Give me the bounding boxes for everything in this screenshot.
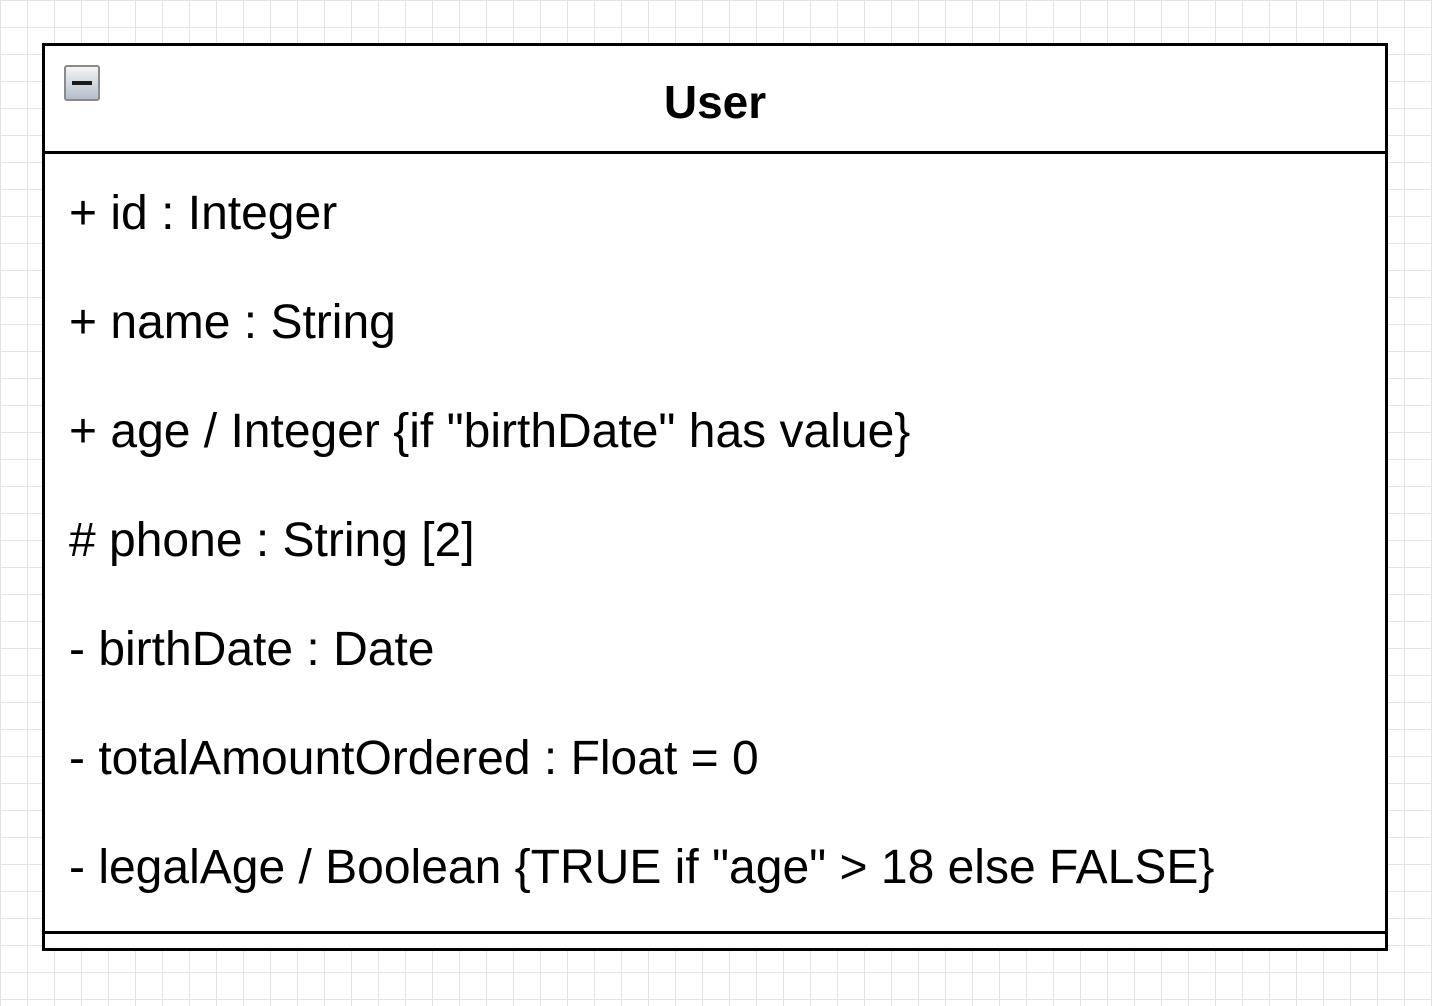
uml-class-user[interactable]: User + id : Integer + name : String + ag… — [42, 43, 1388, 951]
attribute-total-amount-ordered[interactable]: - totalAmountOrdered : Float = 0 — [69, 732, 759, 785]
attribute-id[interactable]: + id : Integer — [69, 187, 338, 240]
attribute-legal-age[interactable]: - legalAge / Boolean {TRUE if "age" > 18… — [69, 841, 1215, 894]
class-header: User — [45, 46, 1385, 154]
collapse-minus-icon[interactable] — [64, 65, 100, 101]
attribute-phone[interactable]: # phone : String [2] — [69, 514, 475, 567]
class-name[interactable]: User — [663, 76, 767, 128]
attributes-compartment: + id : Integer + name : String + age / I… — [45, 154, 1385, 934]
operations-compartment[interactable] — [45, 934, 1385, 948]
minus-icon — [72, 81, 92, 85]
attribute-age[interactable]: + age / Integer {if "birthDate" has valu… — [69, 405, 911, 458]
attribute-name[interactable]: + name : String — [69, 296, 396, 349]
attribute-birthdate[interactable]: - birthDate : Date — [69, 623, 435, 676]
